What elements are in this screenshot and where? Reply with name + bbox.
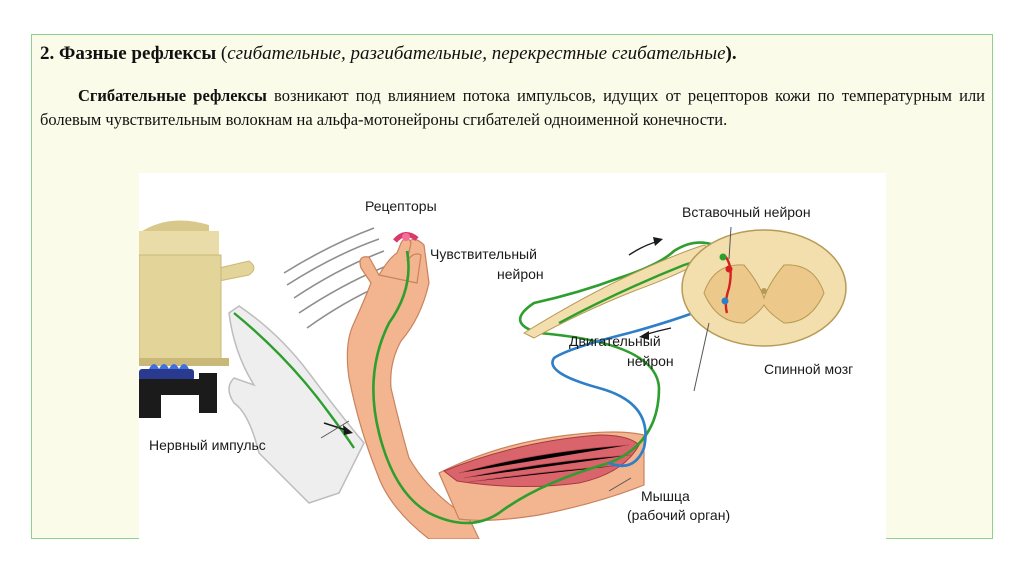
- label-sensory-1: Чувствительный: [430, 246, 537, 262]
- label-nerve-impulse: Нервный импульс: [149, 437, 266, 453]
- label-interneuron: Вставочный нейрон: [682, 204, 811, 220]
- label-muscle-1: Мышца: [641, 488, 690, 504]
- sensory-flow-arrowhead: [653, 237, 663, 246]
- paragraph-term: Сгибательные рефлексы: [78, 86, 267, 105]
- label-motor-1: Двигательный: [569, 333, 661, 349]
- receptor-dot: [402, 233, 410, 241]
- reflex-arc-figure: Рецепторы Вставочный нейрон Чувствительн…: [139, 173, 886, 539]
- spinal-cord: [682, 230, 846, 346]
- label-sensory-2: нейрон: [497, 266, 544, 282]
- heading-close-paren: ).: [726, 43, 737, 64]
- label-receptors: Рецепторы: [365, 198, 437, 214]
- label-motor-2: нейрон: [627, 353, 674, 369]
- motor-neuron-body: [722, 298, 729, 305]
- heading-open-paren: (: [216, 43, 227, 64]
- stove-burner: [139, 364, 217, 418]
- description-paragraph: Сгибательные рефлексы возникают под влия…: [40, 84, 985, 132]
- reflex-arc-diagram: Рецепторы Вставочный нейрон Чувствительн…: [139, 173, 886, 539]
- ghost-arm: [229, 306, 364, 503]
- label-spinal-cord: Спинной мозг: [764, 361, 853, 377]
- label-muscle-2: (рабочий орган): [627, 507, 730, 523]
- heading-subtitle: сгибательные, разгибательные, перекрестн…: [227, 43, 725, 64]
- sensory-synapse: [720, 254, 727, 261]
- slide-heading: 2. Фазные рефлексы (сгибательные, разгиб…: [40, 42, 980, 66]
- interneuron-body: [726, 266, 733, 273]
- heading-title: 2. Фазные рефлексы: [40, 43, 216, 64]
